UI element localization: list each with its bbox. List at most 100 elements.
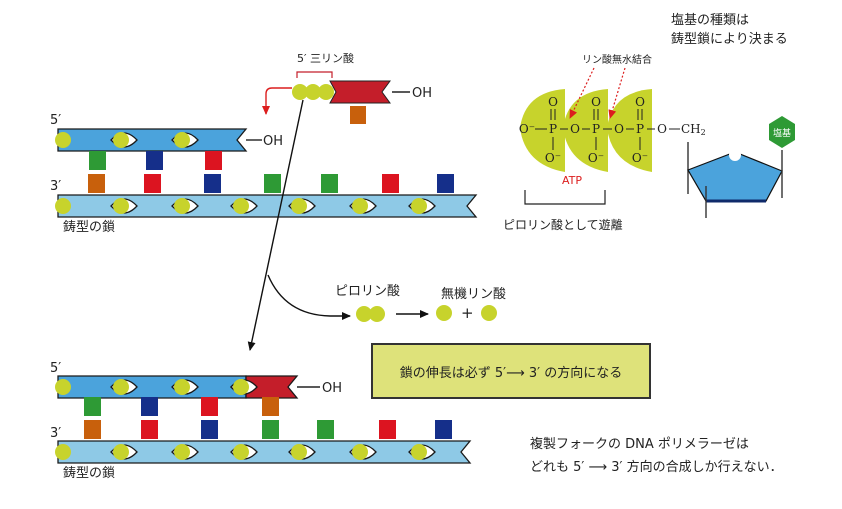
phosphate-o-minus: O⁻	[545, 151, 561, 165]
pyrophosphate-label: ピロリン酸	[335, 284, 400, 299]
bottom-new-phosphate	[233, 379, 249, 395]
top-template-phosphate	[411, 198, 427, 214]
release-label: ピロリン酸として遊離	[503, 217, 623, 232]
top-template-base-green	[264, 174, 281, 193]
bond-pointer-2	[608, 67, 626, 119]
bridge-oxygen: O	[570, 122, 580, 136]
plus-sign: +	[461, 304, 474, 322]
incoming-phosphates	[292, 84, 334, 100]
incoming-phosphate-3	[318, 84, 334, 100]
top-template-phosphate	[352, 198, 368, 214]
bond-pointer-1	[569, 67, 595, 119]
bottom-template-base-green	[317, 420, 334, 439]
base-header-line1: 塩基の種類は	[671, 13, 750, 28]
ring-oxygen-bg	[729, 149, 741, 161]
phosphate-half-1	[520, 89, 565, 172]
elongation-note-box: 鎖の伸長は必ず 5′⟶ 3′ の方向になる	[371, 343, 651, 399]
bottom-template-strand	[55, 440, 472, 464]
incoming-phosphate-2	[305, 84, 321, 100]
top-new-phosphate-end	[55, 132, 71, 148]
top-new-phosphate	[113, 132, 129, 148]
bottom-new-base-green	[84, 397, 101, 416]
bottom-template-phosphate	[352, 444, 368, 460]
bottom-new-phosphate	[113, 379, 129, 395]
top-3prime-label: 3′	[50, 179, 61, 194]
top-template-base-red	[382, 174, 399, 193]
bottom-template-phosphate	[411, 444, 427, 460]
atp-structure: リン酸無水結合 OPO⁻OPO⁻OPO⁻O⁻OOOCH2O ATP ピロリン酸と…	[503, 53, 795, 232]
bottom-new-strand	[55, 375, 299, 399]
bottom-new-base-blue	[141, 397, 158, 416]
top-template-strand	[55, 194, 478, 218]
phosphate-o-top: O	[548, 95, 558, 109]
top-oh-label: OH	[263, 134, 283, 149]
bottom-template-phosphate	[233, 444, 249, 460]
top-template-base-blue	[437, 174, 454, 193]
phosphate-half-3	[607, 89, 652, 172]
top-template-backbone	[57, 194, 478, 218]
atp-label: ATP	[562, 174, 582, 187]
bottom-3prime-label: 3′	[50, 426, 61, 441]
atp-atoms: OPO⁻OPO⁻OPO⁻O⁻OOOCH2O	[519, 95, 740, 165]
bottom-template-bases	[84, 420, 452, 439]
top-5prime-label: 5′	[50, 113, 61, 128]
bottom-new-base-orange	[262, 397, 279, 416]
top-template-bases	[88, 174, 454, 193]
bottom-template-base-red	[379, 420, 396, 439]
incoming-red-arrow	[262, 87, 292, 115]
ch2-subscript: 2	[701, 128, 706, 137]
bottom-template-base-blue	[201, 420, 218, 439]
top-new-strand	[55, 128, 248, 152]
pyrophosphate-group: ピロリン酸 無機リン酸 +	[335, 284, 506, 322]
bottom-panel: 5′ 3′ OH	[50, 361, 472, 464]
top-template-phosphate	[113, 198, 129, 214]
phosphate-o-top: O	[591, 95, 601, 109]
triphosphate-label: 5′ 三リン酸	[297, 51, 354, 65]
inorganic-phosphate-1	[436, 305, 452, 321]
ch2-group: CH2	[681, 122, 706, 137]
triphosphate-bracket	[296, 71, 333, 78]
top-new-base-blue	[146, 151, 163, 170]
base-hexagon	[769, 116, 795, 148]
inorganic-phosphate-2	[481, 305, 497, 321]
bridge-oxygen: O	[657, 122, 667, 136]
bottom-5prime-label: 5′	[50, 361, 61, 376]
base-header-line2: 鋳型鎖により決まる	[671, 32, 788, 47]
bridge-oxygen: O	[614, 122, 624, 136]
top-template-phosphate-end	[55, 198, 71, 214]
top-panel: 5′ 3′ OH	[50, 113, 478, 218]
phosphate-o-top: O	[635, 95, 645, 109]
phosphate-o-minus: O⁻	[632, 151, 648, 165]
pyrophosphate-bracket	[524, 190, 606, 205]
incoming-oh-label: OH	[412, 86, 432, 101]
base-hex-label: 塩基	[773, 127, 791, 139]
top-new-base-green	[89, 151, 106, 170]
top-new-backbone	[57, 128, 248, 152]
top-new-phosphate	[174, 132, 190, 148]
bottom-template-phosphate	[174, 444, 190, 460]
top-template-phosphate	[233, 198, 249, 214]
phosphorus-atom: P	[592, 122, 600, 136]
phosphate-o-minus: O⁻	[588, 151, 604, 165]
bottom-template-label: 鋳型の鎖	[63, 466, 116, 481]
bottom-oh-label: OH	[322, 381, 342, 396]
terminal-o-minus: O⁻	[519, 122, 535, 136]
top-new-bases	[89, 151, 222, 170]
bottom-template-phosphate	[291, 444, 307, 460]
elongation-note-text: 鎖の伸長は必ず 5′⟶ 3′ の方向になる	[399, 365, 623, 381]
phosphorus-atom: P	[549, 122, 557, 136]
bottom-new-base-red	[201, 397, 218, 416]
incoming-sugar-backbone	[329, 80, 391, 104]
bottom-new-phosphate	[174, 379, 190, 395]
top-template-base-blue	[204, 174, 221, 193]
inorganic-phosphate-label: 無機リン酸	[441, 287, 506, 302]
footer-line2: どれも 5′ ⟶ 3′ 方向の合成しか行えない．	[530, 460, 783, 475]
top-template-base-green	[321, 174, 338, 193]
phosphorus-atom: P	[636, 122, 644, 136]
bottom-template-base-orange	[84, 420, 101, 439]
top-template-base-orange	[88, 174, 105, 193]
bottom-template-base-red	[141, 420, 158, 439]
top-template-phosphate	[174, 198, 190, 214]
deoxyribose-ring	[687, 151, 783, 202]
